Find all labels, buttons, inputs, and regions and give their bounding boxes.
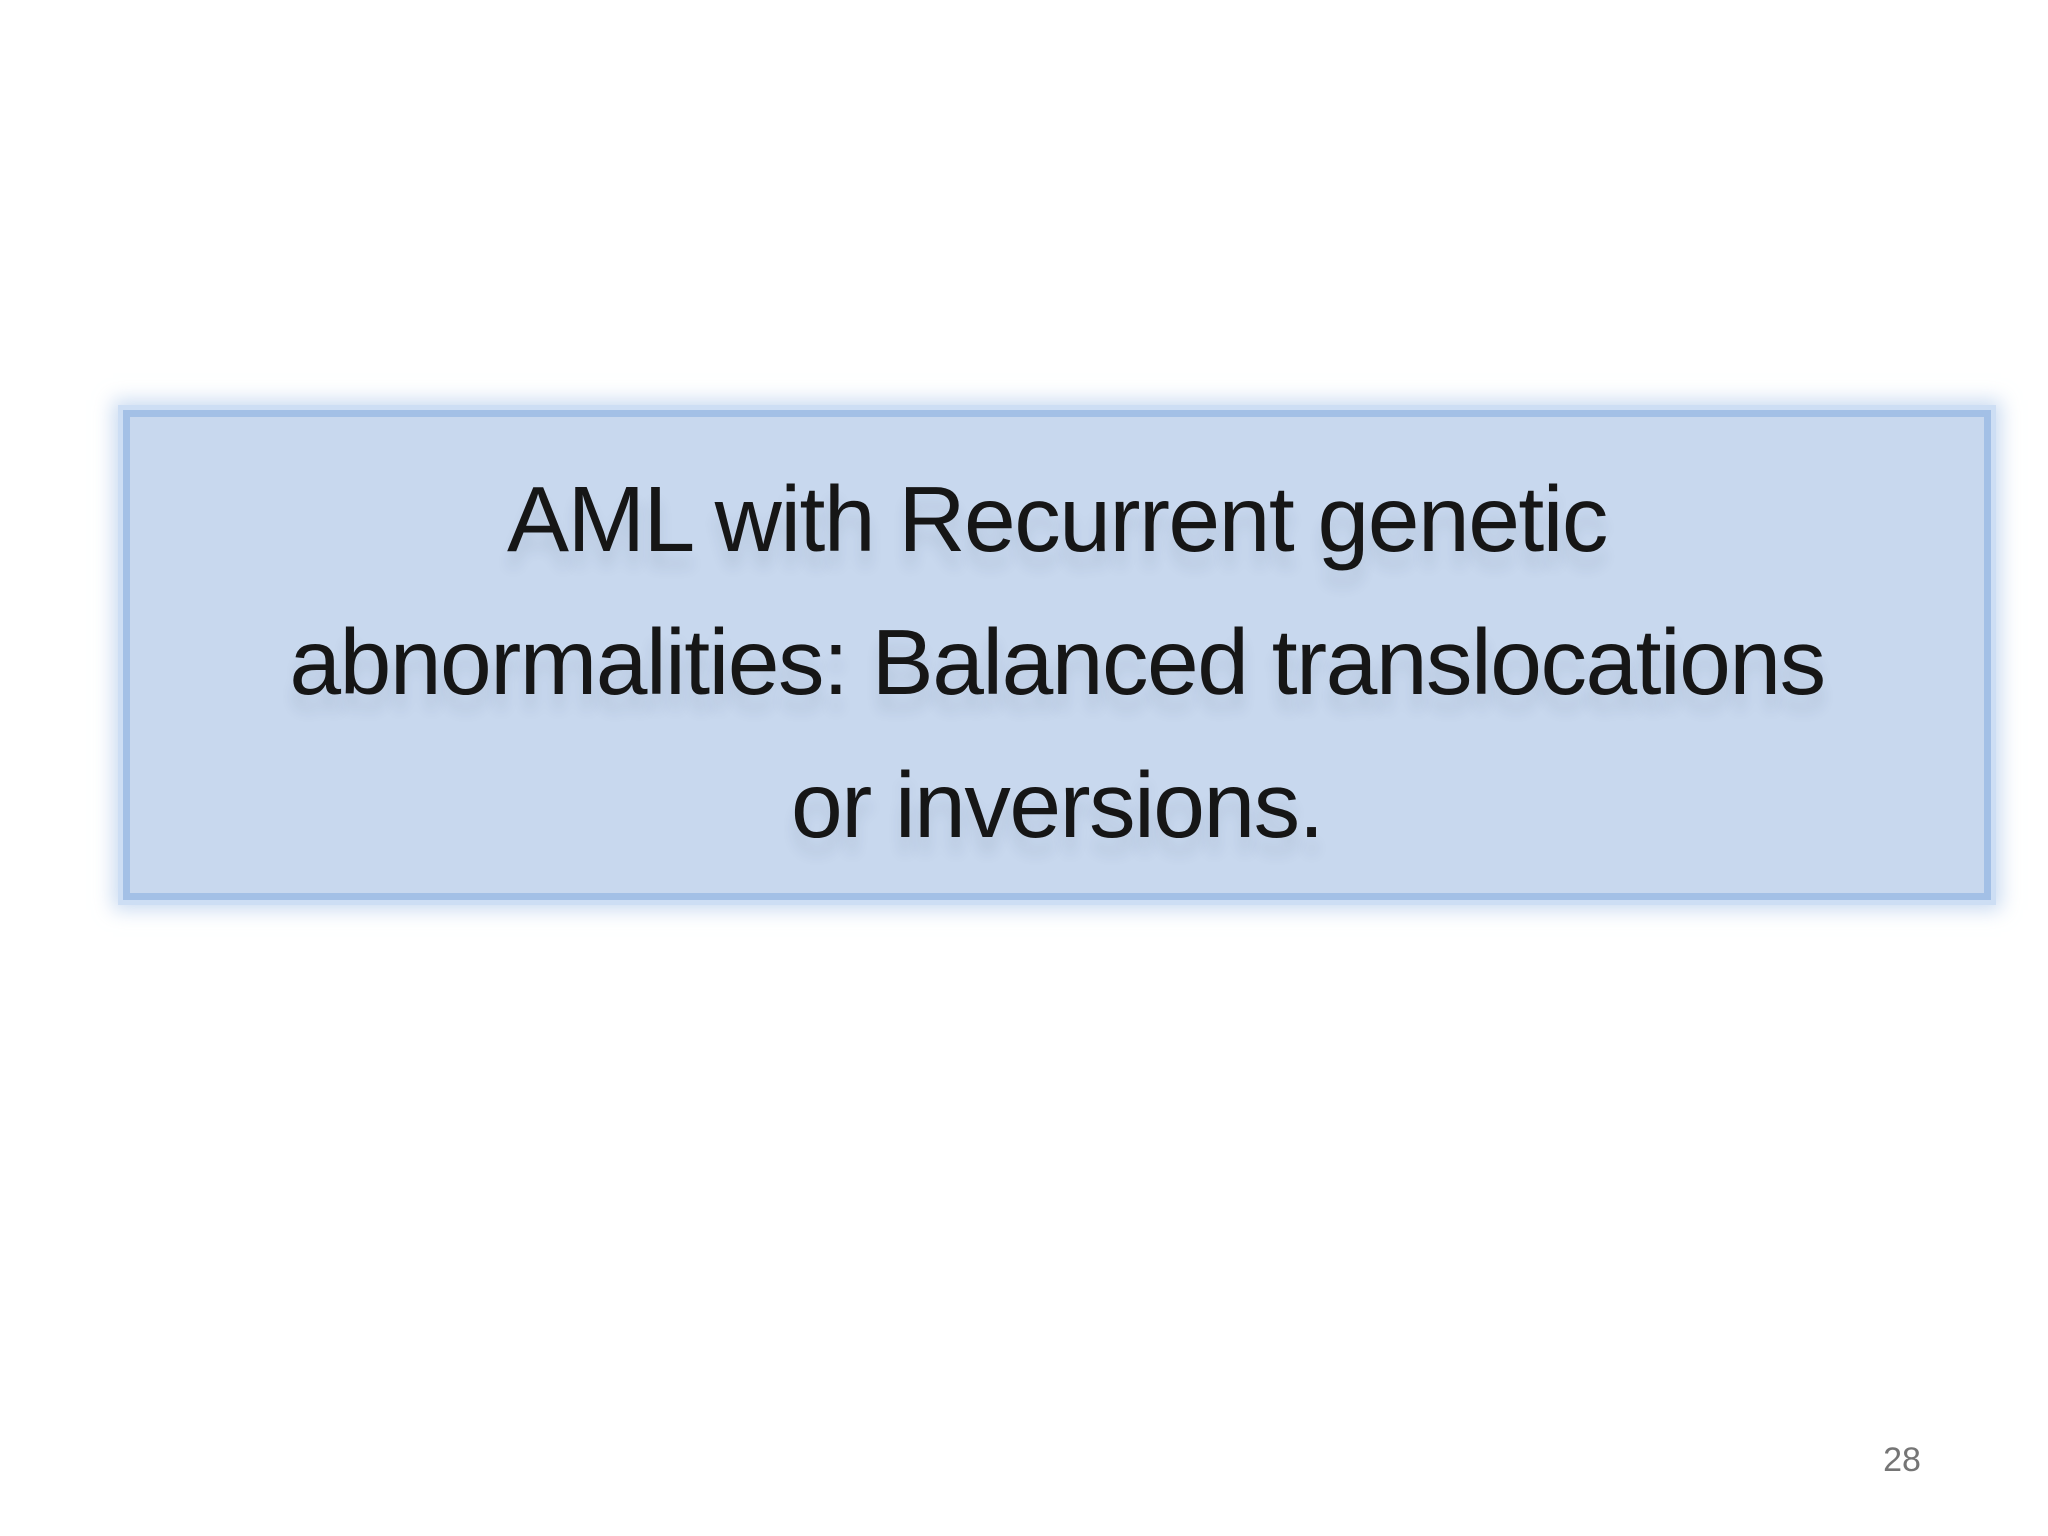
title-line-1: AML with Recurrent genetic xyxy=(507,466,1608,571)
title-line-2: abnormalities: Balanced translocations xyxy=(289,609,1826,714)
title-line-3: or inversions. xyxy=(790,752,1325,857)
title-box: AML with Recurrent genetic abnormalities… xyxy=(123,410,1991,900)
page-number: 28 xyxy=(1883,1441,1921,1479)
